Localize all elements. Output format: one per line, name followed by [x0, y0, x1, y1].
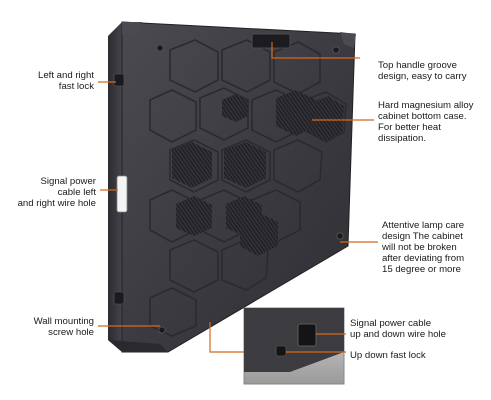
leader-inset	[209, 322, 244, 353]
leader-top-handle	[271, 42, 360, 59]
cabinet-side	[108, 22, 122, 352]
vent-center	[224, 142, 266, 188]
vent-top-left	[222, 94, 248, 122]
vent-bottom	[240, 212, 278, 256]
callout-top-handle: Top handle groove design, easy to carry	[378, 60, 467, 82]
callout-signal-power-ud: Signal power cable up and down wire hole	[350, 318, 447, 340]
callout-magnesium: Hard magnesium alloy cabinet bottom case…	[378, 100, 474, 144]
vent-right	[308, 96, 344, 142]
cabinet-bottom-edge	[108, 340, 168, 352]
signal-hole-left	[116, 175, 128, 213]
callout-signal-power-lr: Signal power cable left and right wire h…	[17, 176, 96, 209]
callout-lamp-care: Attentive lamp care design The cabinet w…	[382, 220, 465, 275]
callout-fast-lock-ud: Up down fast lock	[350, 350, 426, 361]
fast-lock-inset	[275, 345, 287, 357]
screw-hole-right	[336, 232, 344, 240]
corner-top-left	[122, 22, 142, 34]
fast-lock-bottom	[113, 291, 125, 305]
screw-hole-top-right	[332, 46, 340, 54]
screw-hole-bottom-left	[158, 326, 166, 334]
callout-wall-mount: Wall mounting screw hole	[33, 316, 94, 338]
screw-hole-top-left	[156, 44, 164, 52]
vent-center-right	[276, 90, 316, 136]
leader-lines	[98, 42, 378, 353]
callout-fast-lock-lr: Left and right fast lock	[37, 70, 94, 92]
inset-detail	[243, 307, 345, 385]
corner-top-right	[340, 32, 356, 48]
top-handle-groove	[251, 33, 291, 49]
vent-left	[172, 142, 212, 188]
signal-hole-inset	[297, 323, 317, 347]
fast-lock-top	[113, 73, 125, 87]
vent-lower-left	[176, 196, 212, 236]
